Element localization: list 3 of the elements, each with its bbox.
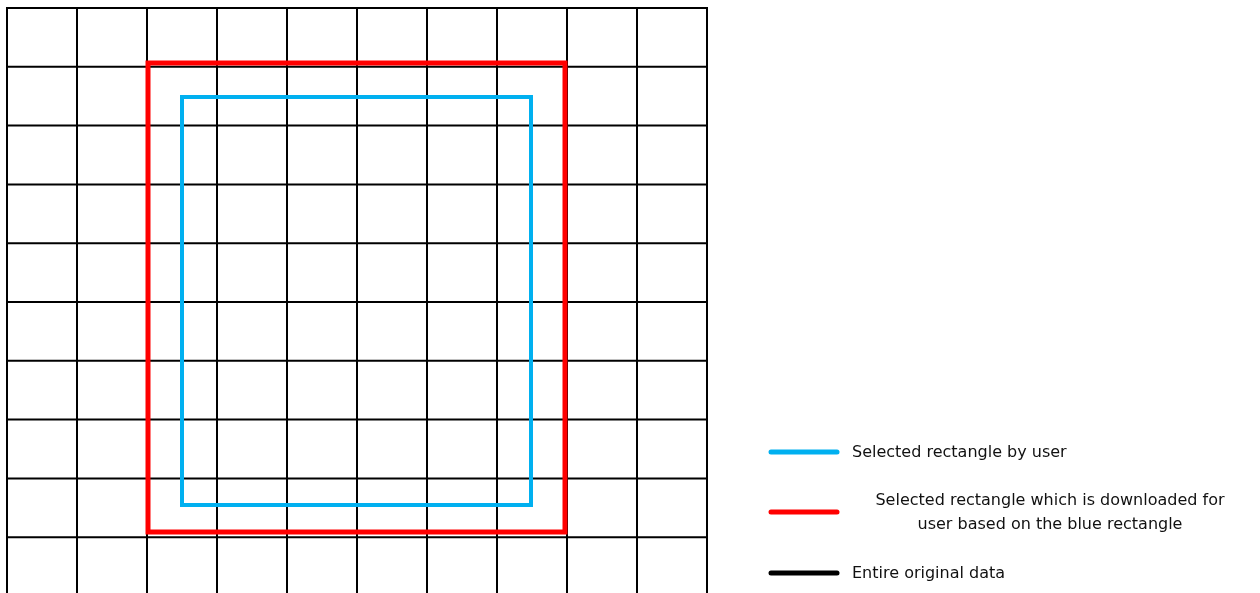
legend-label: Entire original data	[852, 562, 1007, 584]
legend-label: Selected rectangle which is downloaded for user based on the blue rectangle	[875, 489, 1225, 535]
legend-label: Selected rectangle by user	[852, 441, 1068, 463]
